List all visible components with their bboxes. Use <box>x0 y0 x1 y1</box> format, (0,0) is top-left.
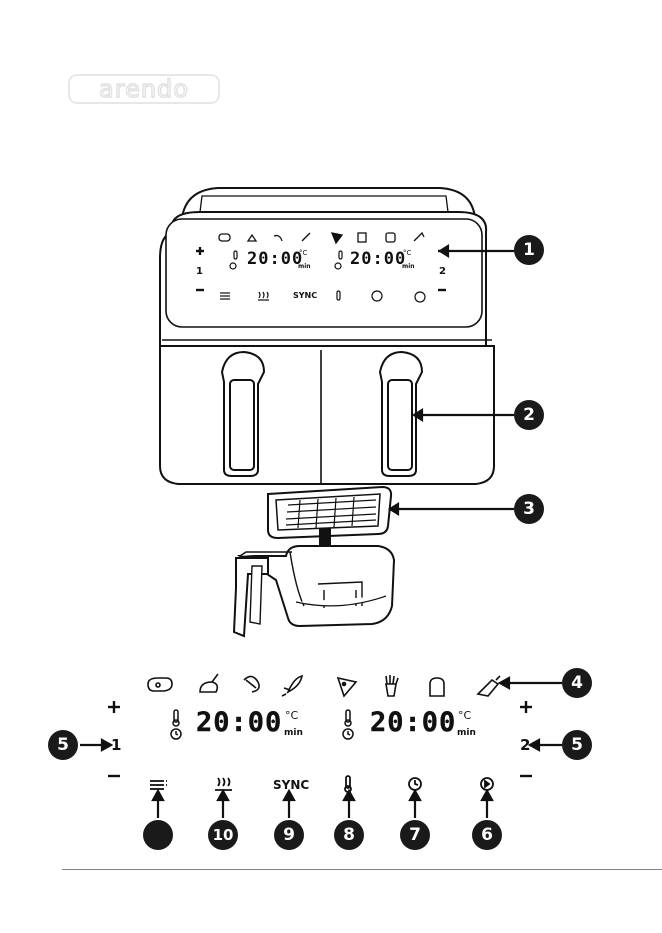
panel-zone-left: 1 <box>111 736 121 754</box>
device-zone-right: 2 <box>439 266 446 277</box>
vegetable-icon <box>478 676 500 696</box>
device-unit-time-right: min <box>402 263 415 270</box>
shrimp-icon <box>244 676 259 692</box>
panel-control-icons <box>150 776 493 792</box>
basket <box>234 546 394 636</box>
clock-icon <box>171 729 181 739</box>
callout-2: 2 <box>514 400 544 430</box>
panel-unit-time-left: min <box>284 728 303 738</box>
start-pause-icon <box>481 778 493 790</box>
footer-rule <box>62 869 662 870</box>
chicken-icon <box>200 674 218 692</box>
callout-5-right: 5 <box>562 730 592 760</box>
device-zone-left: 1 <box>196 266 203 277</box>
thermometer-icon <box>173 710 179 726</box>
panel-unit-temp-right: °C <box>458 709 471 722</box>
callout-7: 7 <box>400 820 430 850</box>
callout-9: 9 <box>274 820 304 850</box>
callout-4: 4 <box>562 668 592 698</box>
thermometer-control-icon <box>345 776 351 792</box>
fries-icon <box>386 675 398 696</box>
panel-time-left: 20:00 <box>196 707 282 738</box>
panel-time-right: 20:00 <box>370 707 456 738</box>
device-unit-temp-left: °C <box>299 249 307 257</box>
panel-unit-time-right: min <box>457 728 476 738</box>
callout-6: 6 <box>472 820 502 850</box>
steak-icon <box>148 678 172 691</box>
callout-8: 8 <box>334 820 364 850</box>
device-sync-label: SYNC <box>293 291 317 300</box>
clock-icon <box>343 729 353 739</box>
callout-11 <box>143 820 173 850</box>
fish-icon <box>282 676 302 696</box>
device-unit-temp-right: °C <box>403 249 411 257</box>
panel-zone-right: 2 <box>520 736 530 754</box>
panel-sync-label: SYNC <box>273 778 309 792</box>
device-unit-time-left: min <box>298 263 311 270</box>
bread-icon <box>430 678 444 696</box>
callout-3: 3 <box>514 494 544 524</box>
device-time-left: 20:00 <box>247 249 303 269</box>
panel-preset-icons <box>148 674 500 696</box>
panel-unit-temp-left: °C <box>285 709 298 722</box>
pizza-icon <box>338 678 356 696</box>
thermometer-icon <box>345 710 351 726</box>
keep-warm-icon <box>215 778 232 790</box>
callout-1: 1 <box>514 235 544 265</box>
callout-5-left: 5 <box>48 730 78 760</box>
left-handle <box>222 352 264 476</box>
callout-10: 10 <box>208 820 238 850</box>
device-time-right: 20:00 <box>350 249 406 269</box>
clock-control-icon <box>409 778 421 790</box>
menu-icon <box>150 781 167 789</box>
